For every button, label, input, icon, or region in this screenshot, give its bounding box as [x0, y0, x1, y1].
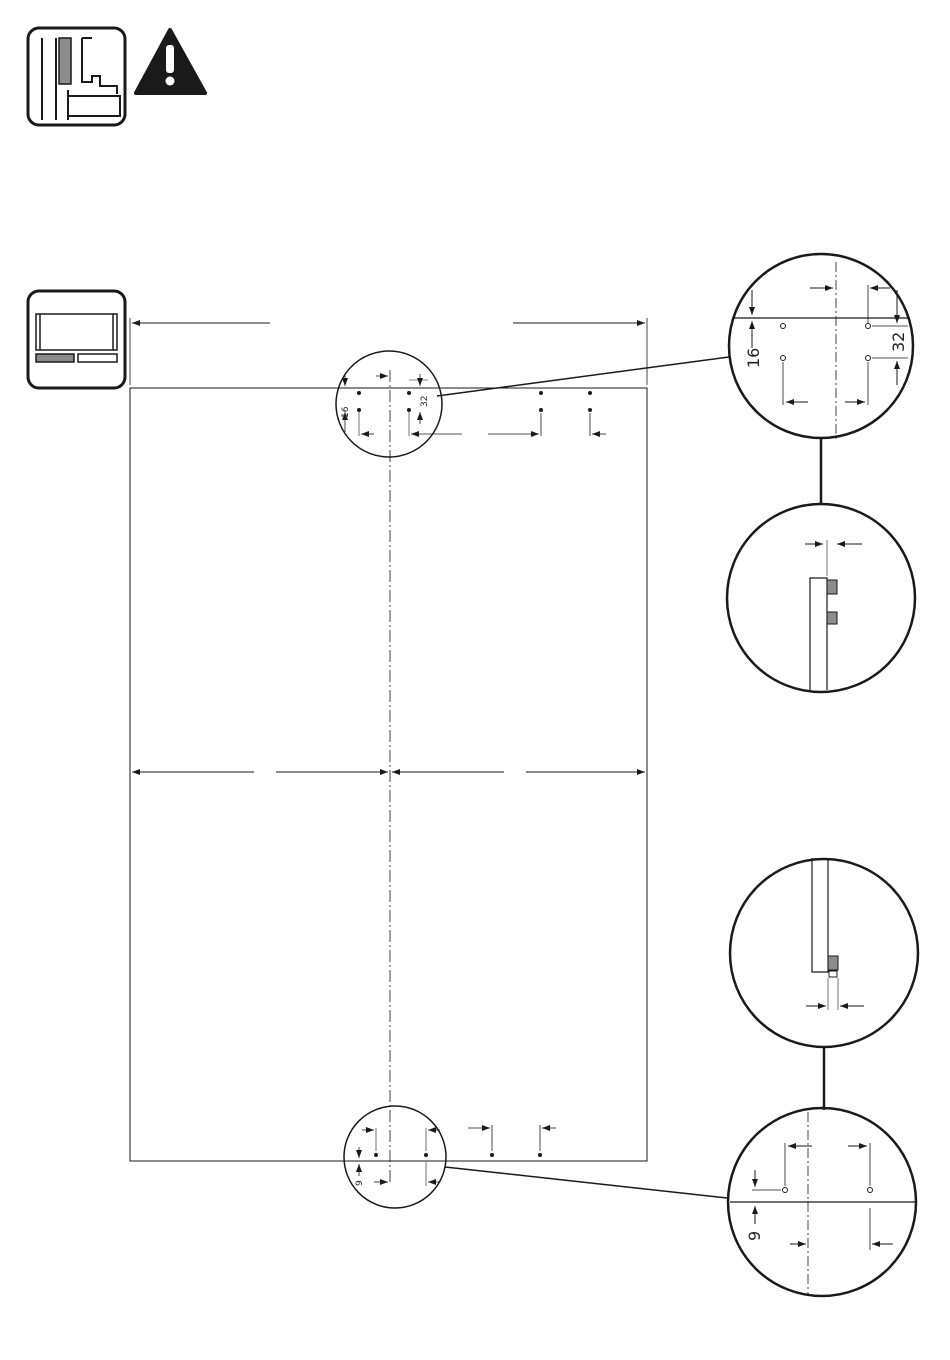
- bottom-small-label-9: 9: [355, 1180, 365, 1186]
- top-leader-line: [437, 357, 729, 396]
- main-panel: [130, 318, 647, 1161]
- top-small-label-16: 16: [341, 406, 351, 418]
- warning-triangle-icon: [136, 30, 205, 93]
- top-detail-circle-large: [729, 254, 913, 440]
- bottom-detail-label-9: 9: [745, 1231, 764, 1241]
- panel-layout-icon: [28, 291, 125, 388]
- bottom-detail-circle-small: [344, 1106, 446, 1208]
- top-detail-label-16: 16: [744, 348, 763, 368]
- bottom-leader-line: [445, 1167, 727, 1198]
- top-detail-circle-small: [336, 351, 462, 457]
- top-small-label-32: 32: [420, 396, 430, 407]
- top-side-view-circle: [727, 504, 915, 692]
- top-right-holes: [488, 392, 606, 437]
- bottom-side-view-circle: [730, 858, 918, 1047]
- top-detail-label-32: 32: [889, 332, 908, 352]
- bottom-right-holes: [468, 1125, 556, 1157]
- cabinet-profile-icon: [28, 28, 125, 125]
- bottom-detail-circle-large: [728, 1108, 916, 1296]
